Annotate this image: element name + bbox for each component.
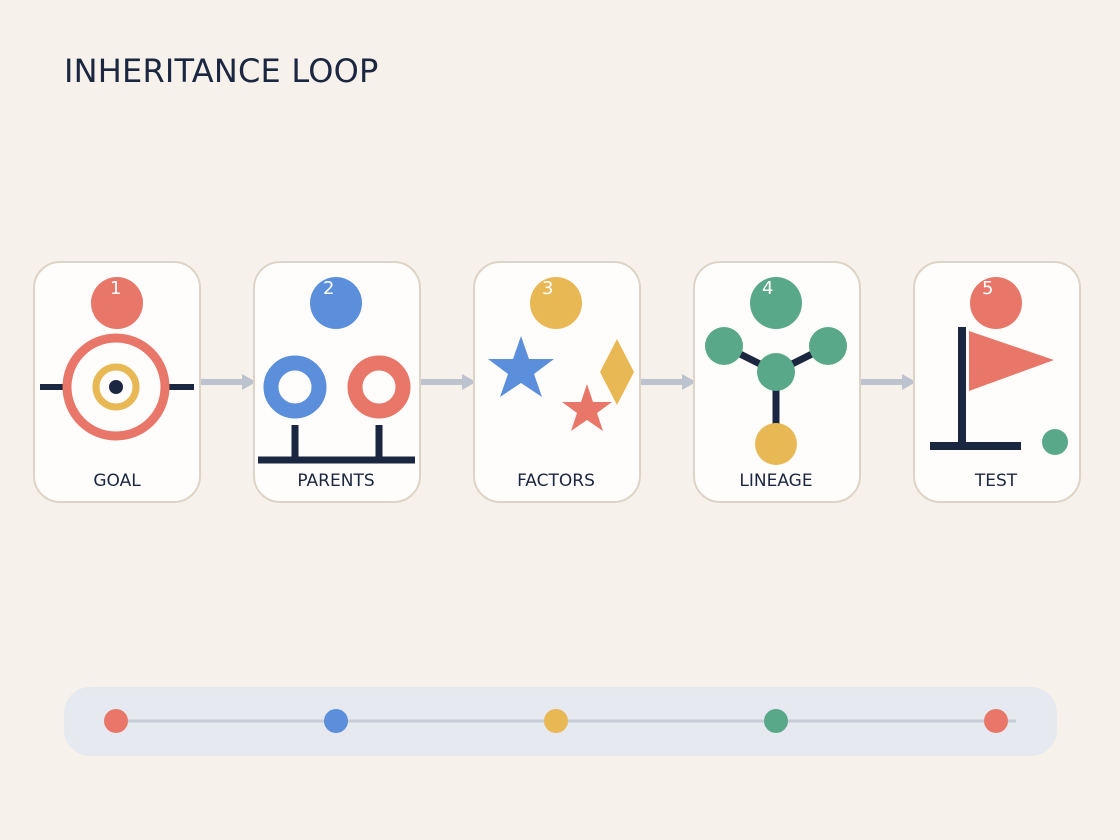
timeline-dot-4 <box>764 709 788 733</box>
step-badge <box>750 277 802 329</box>
flag-icon <box>930 327 1068 455</box>
target-icon <box>40 333 194 441</box>
step-label: TEST <box>974 471 1018 491</box>
step-number: 1 <box>110 278 121 299</box>
timeline-dot-3 <box>544 709 568 733</box>
shapes-icon <box>488 336 634 431</box>
step-label: GOAL <box>93 471 141 491</box>
progress-timeline <box>64 687 1057 756</box>
step-number: 5 <box>982 278 993 299</box>
arrow-2-3 <box>421 374 476 390</box>
arrow-3-4 <box>641 374 696 390</box>
parents-icon <box>258 355 415 464</box>
step-number: 2 <box>323 278 334 299</box>
step-number: 3 <box>542 278 553 299</box>
arrow-4-5 <box>861 374 916 390</box>
timeline-dot-5 <box>984 709 1008 733</box>
arrow-1-2 <box>201 374 256 390</box>
tree-icon <box>705 327 847 465</box>
arrows <box>201 374 916 390</box>
step-badge <box>970 277 1022 329</box>
timeline-dot-2 <box>324 709 348 733</box>
step-card-lineage: 4 LINEAGE <box>693 261 861 503</box>
step-card-goal: 1 GOAL <box>33 261 201 503</box>
step-label: LINEAGE <box>739 471 812 491</box>
page-title: INHERITANCE LOOP <box>64 52 379 90</box>
timeline-dot-1 <box>104 709 128 733</box>
step-badge <box>91 277 143 329</box>
step-number: 4 <box>762 278 773 299</box>
step-label: FACTORS <box>517 471 595 491</box>
step-card-factors: 3 FACTORS <box>473 261 641 503</box>
step-badge <box>530 277 582 329</box>
step-card-test: 5 TEST <box>913 261 1081 503</box>
step-label: PARENTS <box>297 471 374 491</box>
step-badge <box>310 277 362 329</box>
step-card-parents: 2 PARENTS <box>253 261 421 503</box>
